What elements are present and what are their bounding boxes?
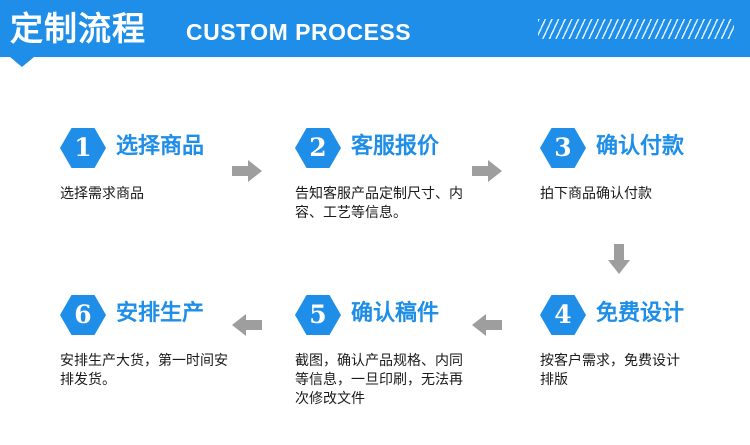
- step-description: 截图，确认产品规格、内同等信息，一旦印刷，无法再次修改文件: [295, 353, 463, 407]
- arrow-down-icon: [608, 244, 630, 274]
- step-number: 5: [309, 300, 327, 329]
- step-number: 6: [74, 300, 92, 329]
- banner-pointer: [10, 57, 34, 67]
- step-title: 免费设计: [596, 301, 685, 326]
- page-subtitle: CUSTOM PROCESS: [186, 19, 412, 45]
- step-number: 1: [74, 133, 92, 162]
- decorative-stripes: [538, 19, 734, 39]
- step-description: 按客户需求，免费设计排版: [540, 353, 680, 388]
- step-description: 安排生产大货，第一时间安排发货。: [60, 353, 228, 388]
- hexagon-icon: [295, 292, 341, 338]
- hexagon-icon: [295, 125, 341, 171]
- arrow-right-icon: [232, 160, 262, 182]
- header-banner: 定制流程 CUSTOM PROCESS: [0, 0, 750, 57]
- hexagon-icon: [540, 292, 586, 338]
- arrow-left-icon: [472, 314, 502, 336]
- arrow-left-icon: [232, 314, 262, 336]
- step-title: 客服报价: [351, 134, 440, 159]
- arrow-right-icon: [472, 160, 502, 182]
- step-number: 3: [554, 133, 572, 162]
- step-description: 选择需求商品: [60, 186, 144, 202]
- hexagon-icon: [60, 292, 106, 338]
- step-number: 2: [309, 133, 327, 162]
- step-title: 选择商品: [116, 134, 205, 159]
- step-title: 确认付款: [596, 134, 685, 159]
- step-number: 4: [554, 300, 572, 329]
- page-title: 定制流程: [10, 9, 146, 48]
- hexagon-icon: [540, 125, 586, 171]
- step-title: 安排生产: [116, 301, 205, 326]
- step-description: 拍下商品确认付款: [540, 186, 652, 202]
- hexagon-icon: [60, 125, 106, 171]
- step-title: 确认稿件: [351, 301, 440, 326]
- step-description: 告知客服产品定制尺寸、内容、工艺等信息。: [295, 186, 463, 221]
